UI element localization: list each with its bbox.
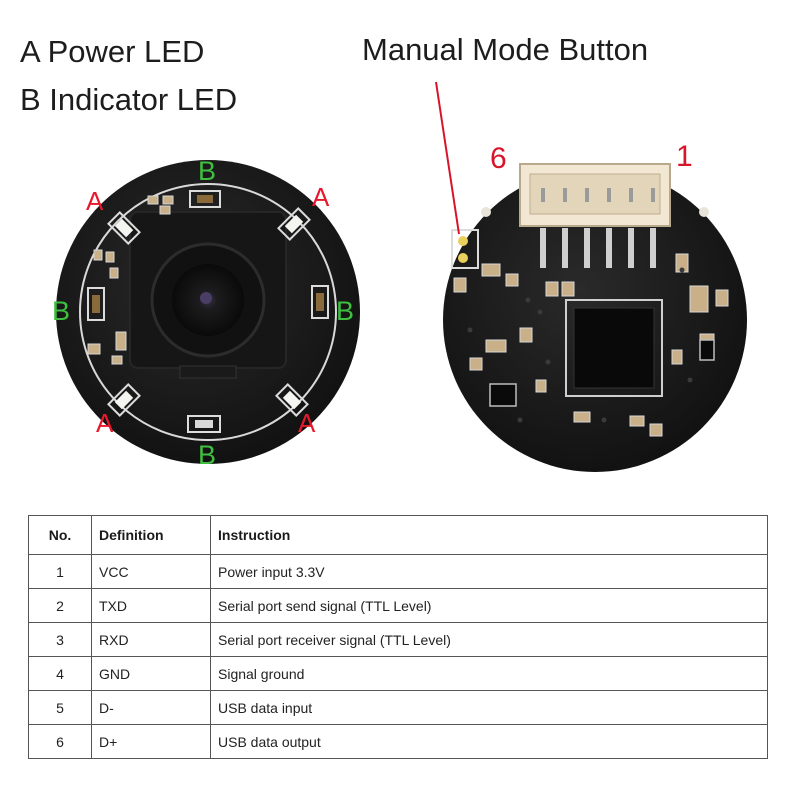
indicator-led-left xyxy=(87,287,105,321)
cell-no: 5 xyxy=(28,690,92,725)
cell-instruction: Serial port receiver signal (TTL Level) xyxy=(210,622,768,657)
marker-a-top-right: A xyxy=(312,182,330,212)
back-board: 6 1 xyxy=(435,81,747,472)
marker-b-top: B xyxy=(198,156,216,186)
cell-no: 3 xyxy=(28,622,92,657)
cell-no: 6 xyxy=(28,724,92,759)
manual-mode-callout-line xyxy=(435,81,460,235)
main-ic-chip xyxy=(565,299,663,397)
marker-b-left: B xyxy=(52,296,70,326)
lens-glint-icon xyxy=(200,292,212,304)
cell-definition: TXD xyxy=(91,588,211,623)
manual-mode-button-label: Manual Mode Button xyxy=(362,32,649,67)
header-no: No. xyxy=(28,515,92,555)
pin-label-6: 6 xyxy=(490,142,507,175)
cell-instruction: USB data input xyxy=(210,690,768,725)
cell-instruction: USB data output xyxy=(210,724,768,759)
cell-no: 1 xyxy=(28,554,92,589)
legend-power-led: A Power LED xyxy=(20,34,205,69)
header-definition: Definition xyxy=(91,515,211,555)
back-vias xyxy=(467,267,693,423)
marker-a-top-left: A xyxy=(86,186,104,216)
six-pin-connector xyxy=(519,163,671,268)
front-board: A A A A B B B B xyxy=(52,156,360,470)
table-header-row: No. Definition Instruction xyxy=(28,515,768,555)
table-row: 2 TXD Serial port send signal (TTL Level… xyxy=(28,588,768,623)
pin-label-1: 1 xyxy=(676,140,693,173)
power-led-top-left xyxy=(107,211,141,245)
cell-no: 4 xyxy=(28,656,92,691)
camera-flex xyxy=(179,365,237,379)
indicator-led-right xyxy=(311,285,329,319)
power-led-bottom-left xyxy=(107,383,141,417)
table-row: 5 D- USB data input xyxy=(28,690,768,725)
module-diagram: A A A A B B B B xyxy=(52,81,747,472)
cell-no: 2 xyxy=(28,588,92,623)
cell-definition: RXD xyxy=(91,622,211,657)
table-row: 6 D+ USB data output xyxy=(28,724,768,759)
pin-definition-table: No. Definition Instruction 1 VCC Power i… xyxy=(28,515,768,759)
table-row: 4 GND Signal ground xyxy=(28,656,768,691)
legend-indicator-led: B Indicator LED xyxy=(20,82,238,117)
power-led-top-right xyxy=(277,207,311,241)
marker-b-right: B xyxy=(336,296,354,326)
marker-b-bottom: B xyxy=(198,440,216,470)
cell-definition: GND xyxy=(91,656,211,691)
marker-a-bottom-left: A xyxy=(96,408,114,438)
front-silkscreen-ring xyxy=(79,183,337,441)
manual-mode-button-pads xyxy=(451,229,479,269)
cell-definition: D- xyxy=(91,690,211,725)
indicator-led-bottom xyxy=(187,415,221,433)
cell-instruction: Serial port send signal (TTL Level) xyxy=(210,588,768,623)
table-row: 3 RXD Serial port receiver signal (TTL L… xyxy=(28,622,768,657)
header-instruction: Instruction xyxy=(210,515,768,555)
marker-a-bottom-right: A xyxy=(298,408,316,438)
table-row: 1 VCC Power input 3.3V xyxy=(28,554,768,589)
mount-hole-right xyxy=(699,207,709,217)
cell-definition: D+ xyxy=(91,724,211,759)
back-smd-components xyxy=(453,253,729,437)
cell-definition: VCC xyxy=(91,554,211,589)
back-dark-components xyxy=(489,339,715,407)
cell-instruction: Signal ground xyxy=(210,656,768,691)
power-led-bottom-right xyxy=(275,383,309,417)
mount-hole-left xyxy=(481,207,491,217)
front-smd-components xyxy=(87,195,174,365)
indicator-led-top xyxy=(189,190,221,208)
cell-instruction: Power input 3.3V xyxy=(210,554,768,589)
